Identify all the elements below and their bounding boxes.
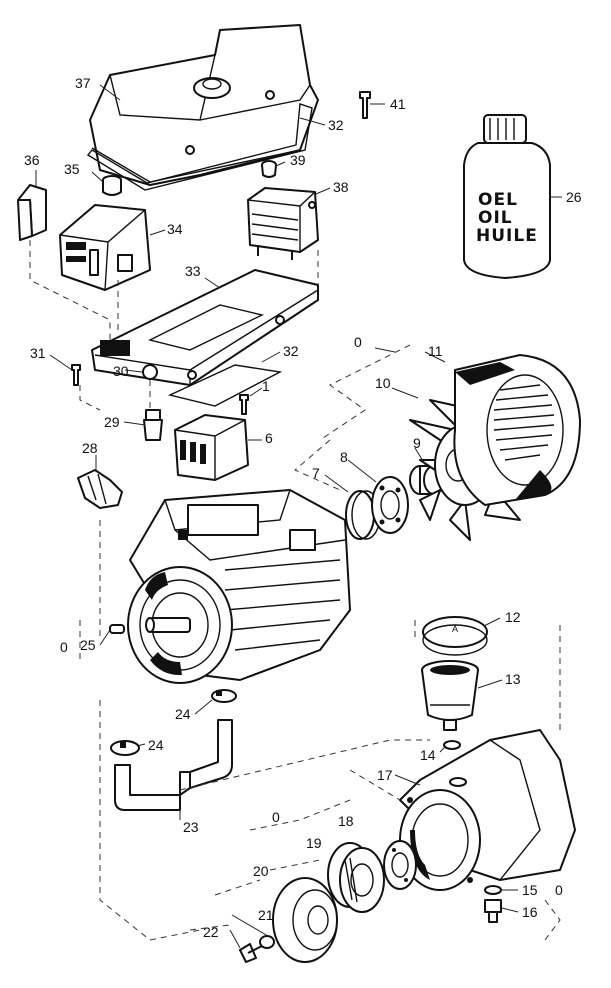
callout-7: 7 — [312, 465, 320, 481]
callout-30: 30 — [113, 363, 129, 379]
callout-0-motor: 0 — [60, 639, 68, 655]
part-38-capacitor — [247, 187, 319, 260]
part-6-terminal-block — [174, 414, 249, 481]
callout-32-lower: 32 — [283, 343, 299, 359]
callout-29: 29 — [104, 414, 120, 430]
callout-39: 39 — [290, 152, 306, 168]
callout-16: 16 — [522, 904, 538, 920]
callout-17: 17 — [377, 767, 393, 783]
fan-cover-grille — [493, 384, 555, 461]
part-12-filter-cap: A — [422, 616, 488, 656]
callout-24-lower: 24 — [148, 737, 164, 753]
callout-38: 38 — [333, 179, 349, 195]
part-15-washer — [484, 885, 502, 895]
callout-36: 36 — [24, 152, 40, 168]
callout-6: 6 — [265, 430, 273, 446]
callout-35: 35 — [64, 161, 80, 177]
part-29-plug — [143, 409, 163, 441]
part-35-plug — [102, 175, 122, 196]
callout-33: 33 — [185, 263, 201, 279]
callout-24-upper: 24 — [175, 706, 191, 722]
callout-0-fan: 0 — [354, 334, 362, 350]
callout-0-pump: 0 — [272, 809, 280, 825]
part-20-pulley — [272, 877, 338, 963]
callout-15: 15 — [522, 882, 538, 898]
part-32-gasket-upper — [86, 103, 313, 191]
part-13-filter-cartridge — [421, 660, 479, 731]
part-18-bearing — [383, 840, 417, 890]
part-28-fitting — [77, 469, 123, 509]
part-23-hose — [114, 719, 233, 811]
part-17-pump-body — [399, 729, 576, 891]
callout-9: 9 — [413, 435, 421, 451]
part-8-ball-bearing — [371, 476, 409, 534]
part-39-cap — [261, 160, 277, 178]
bottle-label-line1: OEL — [478, 190, 518, 210]
part-1-screw — [239, 394, 249, 415]
part-21-washer — [259, 935, 275, 949]
callout-41: 41 — [390, 96, 406, 112]
part-24-clamp-upper — [211, 689, 237, 703]
callout-20: 20 — [253, 863, 269, 879]
callout-11: 11 — [428, 343, 443, 359]
callout-34: 34 — [167, 221, 183, 237]
callout-1: 1 — [262, 378, 270, 394]
part-37-top-cover — [89, 24, 319, 186]
motor-housing — [109, 489, 351, 684]
leader-lines — [35, 84, 562, 949]
callout-10: 10 — [375, 375, 391, 391]
part-26-oil-bottle: OEL OIL HUILE — [463, 114, 551, 279]
callout-12: 12 — [505, 609, 521, 625]
part-32-gasket-lower — [167, 364, 283, 407]
callout-28: 28 — [82, 440, 98, 456]
callout-26: 26 — [566, 189, 582, 205]
callout-25: 25 — [80, 637, 96, 653]
callout-19: 19 — [306, 835, 322, 851]
callout-21: 21 — [258, 907, 274, 923]
callout-8: 8 — [340, 449, 348, 465]
callout-37: 37 — [75, 75, 91, 91]
part-41-screw — [359, 91, 371, 119]
callout-22: 22 — [203, 924, 219, 940]
part-33-base-plate — [91, 269, 319, 386]
callout-14: 14 — [420, 747, 436, 763]
callout-0-plug: 0 — [555, 882, 563, 898]
part-24-clamp-lower — [110, 740, 140, 756]
callout-labels: 37 41 32 36 35 39 38 26 34 33 31 32 0 11… — [24, 75, 582, 940]
callout-32-upper: 32 — [328, 117, 344, 133]
bottle-label-line3: HUILE — [476, 226, 538, 246]
filter-cap-letter: A — [452, 624, 458, 634]
part-14-o-ring — [443, 740, 461, 750]
assembly-lines — [29, 240, 561, 941]
callout-13: 13 — [505, 671, 521, 687]
callout-23: 23 — [183, 819, 199, 835]
bottle-label-line2: OIL — [478, 208, 513, 228]
part-19-bearing — [327, 842, 385, 913]
part-31-screw — [71, 364, 81, 386]
part-22-bolt — [239, 943, 263, 963]
callout-18: 18 — [338, 813, 354, 829]
part-11-fan-cover — [453, 354, 581, 506]
part-16-plug — [484, 899, 502, 923]
part-34-switch — [59, 204, 151, 291]
part-36-bracket — [17, 184, 47, 241]
callout-31: 31 — [30, 345, 46, 361]
